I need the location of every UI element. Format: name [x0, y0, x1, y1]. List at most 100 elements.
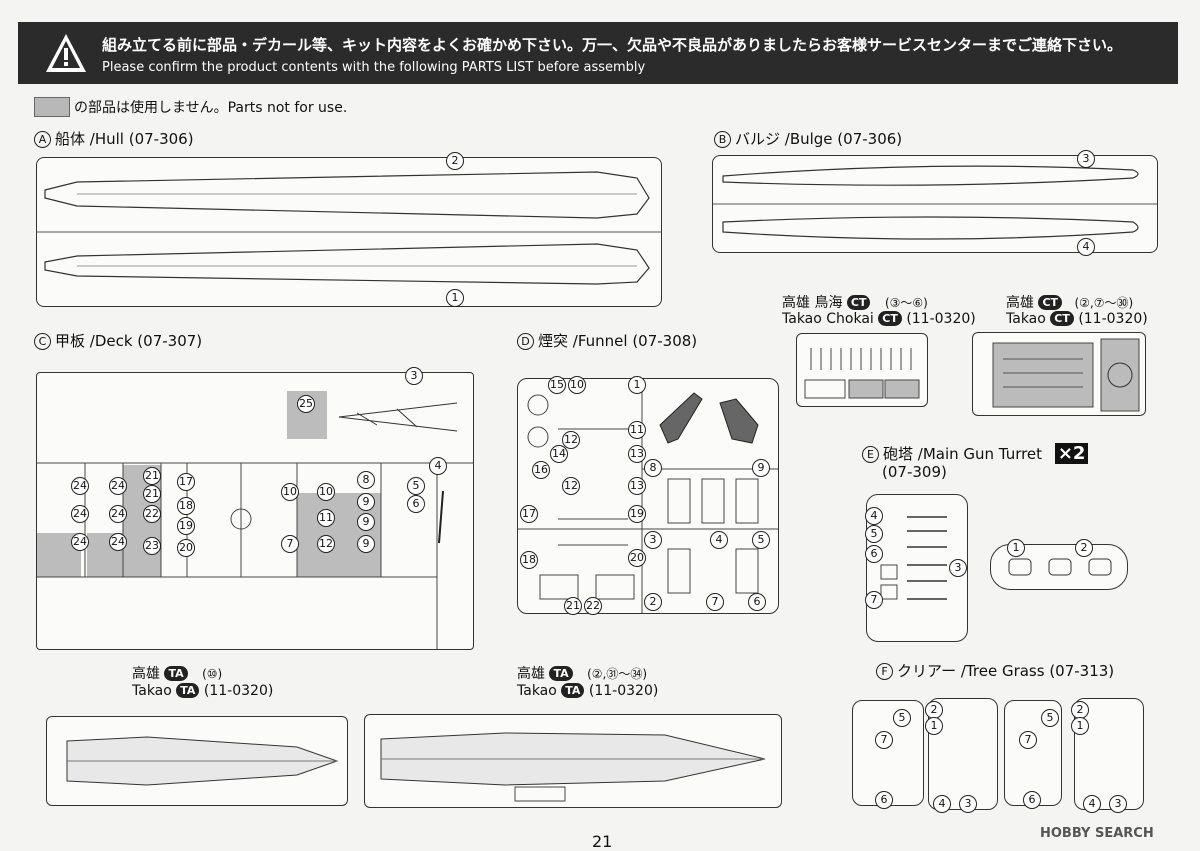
part-number: 24 — [71, 505, 89, 523]
quantity-badge: ×2 — [1054, 443, 1089, 464]
variant-parts: (⑩) — [202, 667, 223, 681]
deck-etch-drawing — [380, 732, 766, 802]
variant-name: 高雄 — [1006, 295, 1034, 311]
part-number: 4 — [1083, 795, 1101, 813]
part-number: 3 — [405, 367, 423, 385]
part-number: 7 — [865, 591, 883, 609]
section-label: クリアー /Tree Grass (07-313) — [897, 662, 1115, 680]
section-letter: F — [876, 663, 893, 680]
variant-name: 高雄 — [132, 666, 160, 682]
part-number: 4 — [865, 507, 883, 525]
bulge-parts-drawing — [713, 165, 1157, 240]
part-number: 4 — [710, 531, 728, 549]
variant-code: (11-0320) — [203, 683, 274, 699]
part-number: 24 — [109, 477, 127, 495]
part-number: 10 — [568, 376, 586, 394]
variant-badge: TA — [549, 666, 573, 681]
variant-code: (11-0320) — [588, 683, 659, 699]
part-number: 2 — [644, 593, 662, 611]
section-letter: B — [714, 131, 731, 148]
part-number: 24 — [71, 477, 89, 495]
part-number: 7 — [875, 731, 893, 749]
runner-e-turret: 4 5 6 7 3 — [865, 494, 968, 642]
watermark: HOBBY SEARCH — [1040, 826, 1154, 841]
part-number: 22 — [584, 597, 602, 615]
part-number: 21 — [143, 467, 161, 485]
part-number: 6 — [865, 545, 883, 563]
part-number: 19 — [628, 505, 646, 523]
page-number: 21 — [592, 832, 613, 851]
part-number: 12 — [562, 431, 580, 449]
part-number: 13 — [628, 477, 646, 495]
section-letter: C — [34, 333, 51, 350]
gray-swatch — [34, 97, 70, 117]
warning-icon — [46, 34, 86, 72]
deck-parts-drawing — [37, 402, 473, 649]
part-number: 5 — [407, 477, 425, 495]
funnel-parts-drawing — [518, 379, 778, 613]
legend-text: の部品は使用しません。Parts not for use. — [74, 100, 348, 116]
part-number: 7 — [1019, 731, 1037, 749]
warning-banner: 組み立てる前に部品・デカール等、キット内容をよくお確かめ下さい。万一、欠品や不良… — [18, 22, 1178, 84]
part-number: 1 — [628, 376, 646, 394]
warning-text-en: Please confirm the product contents with… — [102, 60, 646, 75]
variant-code: (11-0320) — [906, 311, 976, 327]
part-number: 8 — [357, 471, 375, 489]
part-number: 1 — [925, 717, 943, 735]
part-number: 6 — [407, 495, 425, 513]
runner-f-1: 5 7 6 — [852, 700, 924, 809]
part-number: 18 — [177, 497, 195, 515]
part-number: 22 — [143, 505, 161, 523]
part-number: 12 — [562, 477, 580, 495]
part-number: 20 — [177, 539, 195, 557]
section-letter: A — [34, 131, 51, 148]
part-number: 4 — [1077, 238, 1095, 256]
part-number: 5 — [893, 709, 911, 727]
part-number: 3 — [1109, 795, 1127, 813]
runner-d-funnel: 15 10 1 11 12 14 13 16 8 9 12 13 17 19 3… — [517, 376, 779, 615]
part-number: 1 — [1007, 539, 1025, 557]
variant-ct2-jp: 高雄 CT (②,⑦～㉚) — [1006, 292, 1133, 312]
part-number: 6 — [748, 593, 766, 611]
part-number: 23 — [143, 537, 161, 555]
part-number: 21 — [564, 597, 582, 615]
variant-ct1-en: Takao Chokai CT (11-0320) — [782, 311, 976, 327]
variant-name: 高雄 — [517, 666, 545, 682]
warning-text-jp: 組み立てる前に部品・デカール等、キット内容をよくお確かめ下さい。万一、欠品や不良… — [102, 36, 1123, 54]
part-number: 8 — [644, 459, 662, 477]
variant-badge: CT — [1050, 311, 1074, 326]
variant-badge: TA — [561, 683, 585, 698]
part-number: 6 — [875, 791, 893, 809]
part-number: 2 — [1075, 539, 1093, 557]
part-number: 9 — [357, 493, 375, 511]
section-label: 甲板 /Deck (07-307) — [55, 332, 203, 350]
turret-parts-drawing — [1008, 558, 1112, 576]
part-number: 17 — [520, 505, 538, 523]
variant-name-en: Takao — [132, 683, 172, 699]
part-number: 9 — [752, 459, 770, 477]
part-number: 3 — [959, 795, 977, 813]
section-label: 煙突 /Funnel (07-308) — [538, 332, 698, 350]
turret-parts-drawing — [880, 516, 947, 600]
section-label: バルジ /Bulge (07-306) — [735, 130, 903, 148]
variant-ta2-en: Takao TA (11-0320) — [517, 683, 658, 699]
part-number: 10 — [317, 483, 335, 501]
section-label: 砲塔 /Main Gun Turret — [883, 445, 1043, 463]
runner-e-turret-b: 1 2 — [990, 539, 1128, 590]
variant-badge: CT — [1038, 295, 1063, 310]
part-number: 17 — [177, 473, 195, 491]
section-e-code: (07-309) — [882, 463, 947, 481]
part-number: 11 — [628, 421, 646, 439]
part-number: 12 — [317, 535, 335, 553]
part-number: 5 — [865, 525, 883, 543]
variant-badge: TA — [176, 683, 200, 698]
variant-name-en: Takao Chokai — [782, 311, 874, 327]
part-number: 20 — [628, 549, 646, 567]
variant-name-en: Takao — [517, 683, 557, 699]
runner-c-deck: 3 25 4 24 24 24 24 24 24 21 21 22 23 17 … — [36, 367, 474, 650]
part-number: 5 — [1041, 709, 1059, 727]
part-number: 9 — [357, 535, 375, 553]
not-used-legend: の部品は使用しません。Parts not for use. — [34, 97, 347, 117]
